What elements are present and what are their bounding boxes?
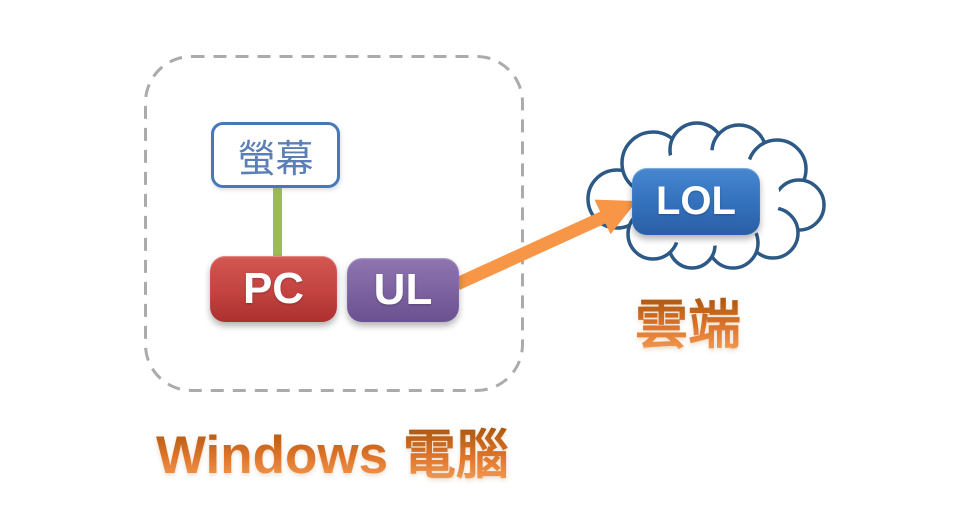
- node-lol-label: LOL: [656, 179, 736, 223]
- node-pc: PC: [210, 256, 337, 322]
- computer-group-label: Windows 電腦: [156, 426, 509, 485]
- cloud-group-label: 雲端: [612, 296, 764, 357]
- computer-group-dashed-border: [144, 55, 524, 392]
- node-ul-label: UL: [373, 265, 433, 314]
- node-pc-label: PC: [242, 264, 305, 313]
- node-lol: LOL: [632, 168, 760, 235]
- node-screen-label: 螢幕: [237, 138, 314, 181]
- arrow-icon: [454, 199, 637, 290]
- node-ul: UL: [347, 258, 459, 322]
- node-screen: 螢幕: [211, 122, 340, 188]
